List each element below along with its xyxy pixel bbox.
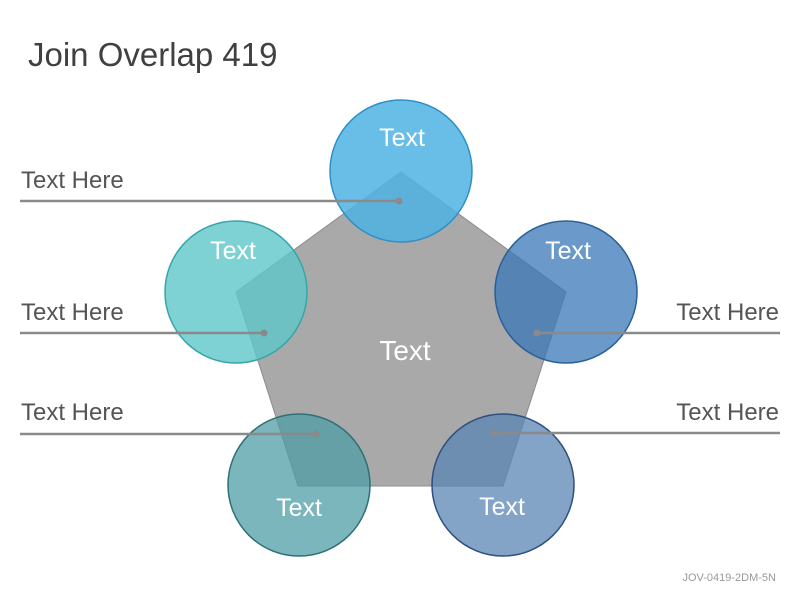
side-label-bottom-right: Text Here bbox=[676, 399, 779, 426]
circle-bottom-right-label: Text bbox=[479, 493, 525, 521]
side-label-mid-right: Text Here bbox=[676, 299, 779, 326]
side-label-top-left: Text Here bbox=[21, 167, 124, 194]
circle-right-label: Text bbox=[545, 237, 591, 265]
leader-dot-bottom-right bbox=[491, 429, 499, 437]
circle-right[interactable] bbox=[494, 220, 638, 364]
circle-top-label: Text bbox=[379, 124, 425, 152]
leader-dot-top bbox=[395, 197, 403, 205]
side-label-mid-left: Text Here bbox=[21, 299, 124, 326]
side-label-bottom-left: Text Here bbox=[21, 399, 124, 426]
circle-left[interactable] bbox=[164, 220, 308, 364]
leader-dot-right bbox=[533, 329, 541, 337]
circle-top[interactable] bbox=[329, 99, 473, 243]
circle-bottom-left-label: Text bbox=[276, 494, 322, 522]
circle-bottom-right[interactable] bbox=[431, 413, 575, 557]
footer-code: JOV-0419-2DM-5N bbox=[682, 572, 776, 584]
leader-dot-bottom-left bbox=[312, 430, 320, 438]
leader-dot-left bbox=[260, 329, 268, 337]
circle-left-label: Text bbox=[210, 237, 256, 265]
center-label: Text bbox=[379, 335, 431, 366]
circle-bottom-left[interactable] bbox=[227, 413, 371, 557]
page-title: Join Overlap 419 bbox=[28, 36, 278, 73]
